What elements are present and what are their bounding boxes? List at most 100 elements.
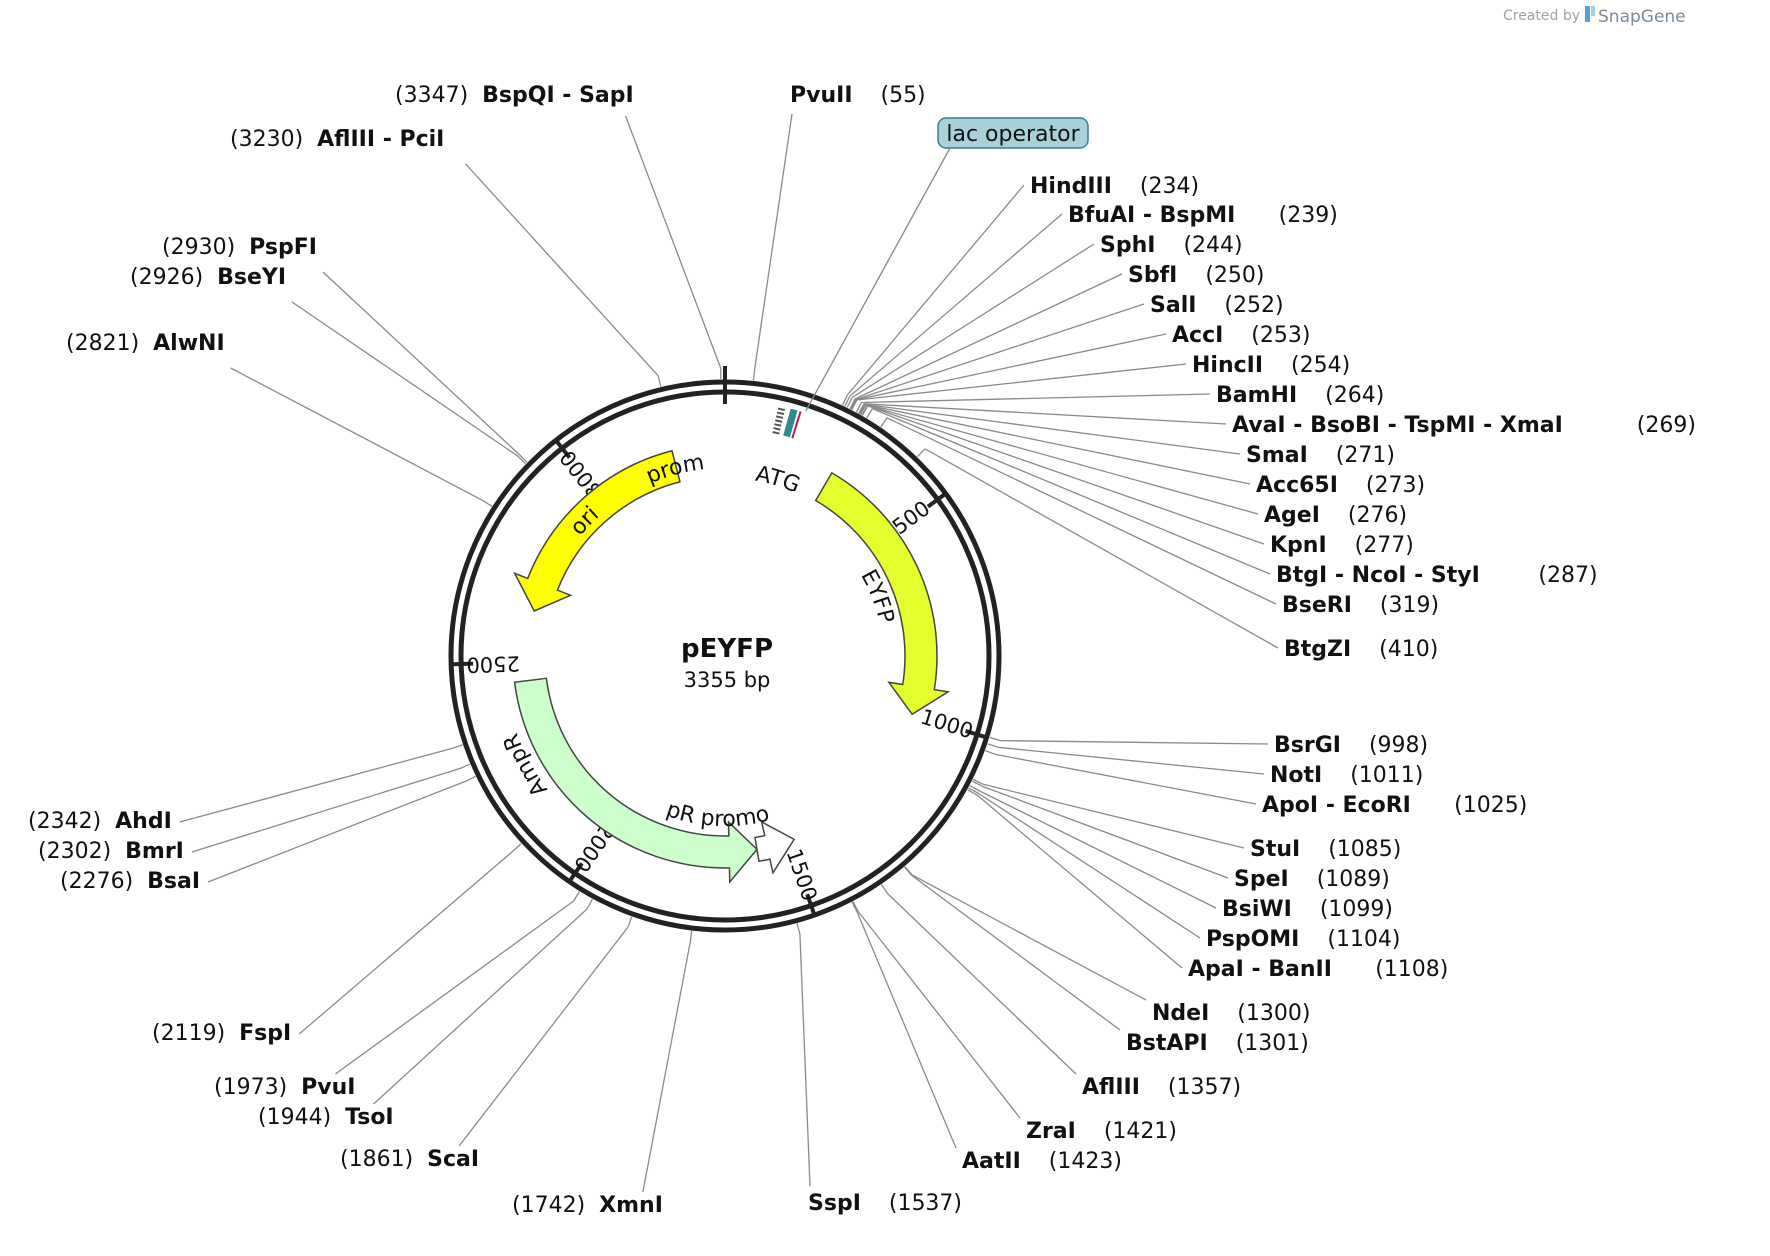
site-enzyme: AhdI <box>115 809 172 834</box>
site-position: (998) <box>1369 733 1428 758</box>
site-position: (3347) <box>395 83 468 108</box>
site-afliii-pcii: (3230)AflIII - PciI <box>230 127 444 152</box>
site-cut-mark <box>855 402 863 413</box>
snapgene-credit: Created by SnapGene <box>1503 6 1686 27</box>
site-enzyme: BtgZI <box>1284 637 1351 662</box>
tick-mark <box>566 862 584 885</box>
site-position: (1357) <box>1168 1075 1241 1100</box>
atg-marker <box>783 408 798 438</box>
site-cut-mark <box>689 930 693 942</box>
site-enzyme: HincII <box>1192 353 1263 378</box>
site-cut-mark <box>851 399 858 411</box>
site-enzyme: AflIII - PciI <box>317 127 444 152</box>
site-position: (2926) <box>130 265 203 290</box>
site-scai: (1861) ScaI <box>340 1147 479 1172</box>
site-leader-line <box>207 780 466 883</box>
tick-label: 1000 <box>918 705 976 744</box>
site-bsrgi: BsrGI(998) <box>1274 733 1428 758</box>
site-enzyme: HindIII <box>1030 174 1112 199</box>
site-cut-mark <box>846 397 853 408</box>
tick-mark <box>965 729 990 740</box>
site-enzyme: ApoI - EcoRI <box>1262 793 1411 818</box>
site-position: (276) <box>1348 503 1407 528</box>
site-afliii: AflIII(1357) <box>1082 1075 1241 1100</box>
site-cut-mark <box>987 743 999 748</box>
site-cut-mark <box>969 785 980 792</box>
lac-promoter-marker <box>772 405 786 435</box>
tick-mark <box>805 893 817 918</box>
site-cut-mark <box>657 375 662 387</box>
site-leader-line <box>856 363 1187 401</box>
site-enzyme: StuI <box>1250 837 1300 862</box>
site-leader-line <box>977 792 1201 939</box>
site-enzyme: NotI <box>1270 763 1322 788</box>
site-leader-line <box>863 403 1227 425</box>
site-enzyme: SpeI <box>1234 867 1289 892</box>
site-cut-mark <box>465 775 476 782</box>
site-cut-mark <box>861 405 869 416</box>
site-cut-mark <box>841 394 848 406</box>
site-cut-mark <box>866 408 874 419</box>
site-leader-line <box>291 301 519 457</box>
site-enzyme: BsiWI <box>1222 897 1292 922</box>
site-position: (1089) <box>1317 867 1390 892</box>
site-cut-mark <box>517 455 527 465</box>
site-sbfi: SbfI(250) <box>1128 263 1265 288</box>
tick-mark <box>449 661 474 667</box>
site-enzyme: BseYI <box>217 265 286 290</box>
site-leader-line <box>887 893 1077 1075</box>
tick-label: 2500 <box>466 651 520 677</box>
site-cut-mark <box>971 780 983 787</box>
feature-label-atg: ATG <box>753 462 803 499</box>
feature-eyfp <box>814 471 951 716</box>
site-leader-line <box>179 747 453 823</box>
site-alwni: (2821)AlwNI <box>66 331 225 356</box>
site-position: (287) <box>1538 563 1597 588</box>
site-spei: SpeI (1089) <box>1234 867 1390 892</box>
site-kpni: KpnI(277) <box>1270 533 1414 558</box>
site-cut-mark <box>518 454 528 463</box>
site-leader-line <box>911 874 1121 1031</box>
site-position: (1099) <box>1320 897 1393 922</box>
site-leader-line <box>872 408 1271 575</box>
site-position: (273) <box>1366 473 1425 498</box>
site-enzyme: ZraI <box>1026 1119 1076 1144</box>
site-leader-line <box>864 403 1241 455</box>
site-bsai: (2276)BsaI <box>60 869 200 894</box>
site-smai: SmaI(271) <box>1246 443 1395 468</box>
tick-mark <box>926 490 949 509</box>
site-btgzi: BtgZI(410) <box>1284 637 1438 662</box>
site-avai-bsobi-tspmi-xmai: AvaI - BsoBI - TspMI - XmaI(269) <box>1232 413 1696 438</box>
site-sphi: SphI(244) <box>1100 233 1243 258</box>
site-enzyme: BseRI <box>1282 593 1352 618</box>
lac-operator-callout: lac operator <box>805 117 1089 412</box>
site-enzyme: AccI <box>1172 323 1223 348</box>
credit-prefix: Created by <box>1503 8 1580 24</box>
site-position: (1861) <box>340 1147 413 1172</box>
site-cut-mark <box>844 396 851 407</box>
site-enzyme: Acc65I <box>1256 473 1338 498</box>
site-enzyme: ScaI <box>427 1147 479 1172</box>
site-leader-line <box>322 271 520 455</box>
site-zrai: ZraI(1421) <box>1026 1119 1177 1144</box>
site-leader-line <box>851 243 1095 399</box>
lac-operator-label: lac operator <box>946 122 1080 147</box>
site-cut-mark <box>627 916 633 928</box>
site-bseri: BseRI(319) <box>1282 593 1439 618</box>
feature-label-lac-promoter: lac promoter <box>0 0 706 489</box>
site-leader-line <box>1000 739 1269 745</box>
tick-mark <box>553 437 572 459</box>
site-enzyme: KpnI <box>1270 533 1327 558</box>
site-cut-mark <box>916 448 926 458</box>
site-enzyme: AvaI - BsoBI - TspMI - XmaI <box>1232 413 1563 438</box>
lac-operator-marker <box>791 411 802 439</box>
site-leader-line <box>867 405 1265 545</box>
site-position: (234) <box>1140 174 1199 199</box>
site-cut-mark <box>880 417 888 428</box>
site-sali: SalI(252) <box>1150 293 1284 318</box>
site-cut-mark <box>985 750 996 756</box>
site-position: (55) <box>880 83 925 108</box>
site-leader-line <box>373 908 588 1105</box>
site-leader-line <box>191 767 461 853</box>
site-position: (1537) <box>889 1191 962 1216</box>
